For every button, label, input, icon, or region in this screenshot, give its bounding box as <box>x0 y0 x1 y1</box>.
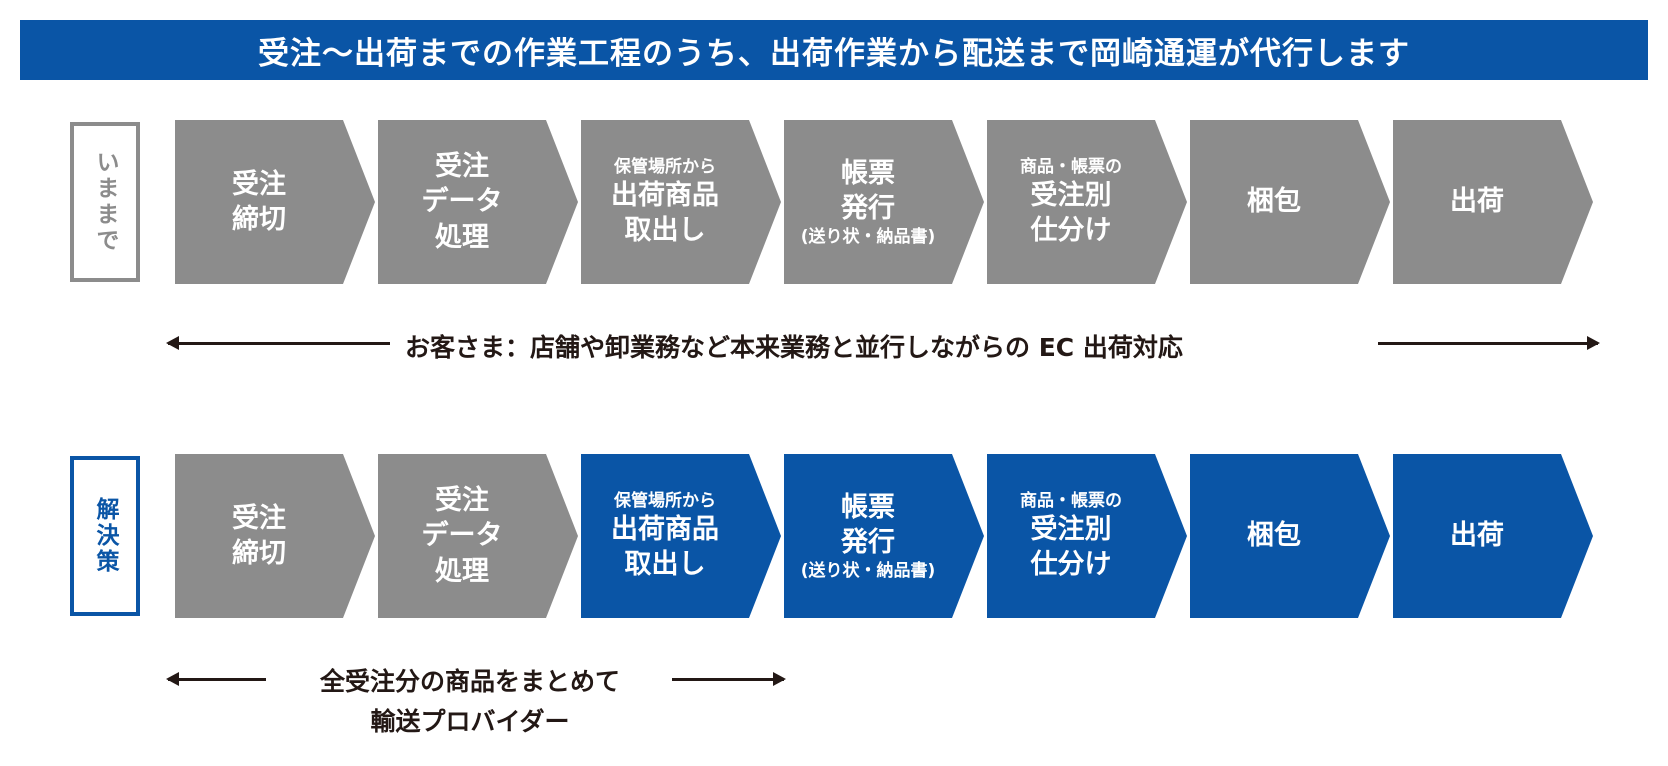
step-line: 梱包 <box>1247 520 1301 552</box>
step-line: 商品・帳票の <box>1020 490 1122 511</box>
before-step-6: 梱包 <box>1190 120 1390 284</box>
step-text: 受注締切 <box>175 120 343 284</box>
after-step-5: 商品・帳票の受注別仕分け <box>987 454 1187 618</box>
step-text: 出荷 <box>1393 454 1561 618</box>
label-after: 解決策 <box>70 456 140 616</box>
step-line: データ <box>421 520 503 552</box>
after-step-2: 受注データ処理 <box>378 454 578 618</box>
before-step-2: 受注データ処理 <box>378 120 578 284</box>
step-text: 受注データ処理 <box>378 454 546 618</box>
step-line: 出荷 <box>1450 520 1504 552</box>
before-step-1: 受注締切 <box>175 120 375 284</box>
step-line: 出荷商品 <box>611 513 719 545</box>
step-line: 発行 <box>841 526 895 558</box>
step-line: 出荷 <box>1450 186 1504 218</box>
step-text: 梱包 <box>1190 454 1358 618</box>
step-line: データ <box>421 186 503 218</box>
step-line: 保管場所から <box>614 156 716 177</box>
step-line: 受注別 <box>1030 513 1112 545</box>
step-line: 受注 <box>232 168 286 200</box>
before-step-4: 帳票発行 (送り状・納品書) <box>784 120 984 284</box>
before-step-3: 保管場所から出荷商品取出し <box>581 120 781 284</box>
step-line: 仕分け <box>1030 549 1112 581</box>
caption-after-line1: 全受注分の商品をまとめて <box>319 667 620 696</box>
step-line: 受注別 <box>1030 179 1112 211</box>
step-line: 処理 <box>435 221 489 253</box>
before-step-5: 商品・帳票の受注別仕分け <box>987 120 1187 284</box>
step-line: 締切 <box>232 538 286 569</box>
before-step-7: 出荷 <box>1393 120 1593 284</box>
step-line: 処理 <box>435 555 489 587</box>
step-line: 保管場所から <box>614 490 716 511</box>
step-text: 帳票発行 (送り状・納品書) <box>784 120 952 284</box>
caption-before: お客さま：店舗や卸業務など本来業務と並行しながらの EC 出荷対応 <box>405 333 1183 362</box>
label-before-text: いままで <box>92 150 118 254</box>
step-text: 受注締切 <box>175 454 343 618</box>
step-line: (送り状・納品書) <box>800 561 936 582</box>
step-text: 帳票発行 (送り状・納品書) <box>784 454 952 618</box>
step-text: 梱包 <box>1190 120 1358 284</box>
after-step-4: 帳票発行 (送り状・納品書) <box>784 454 984 618</box>
arrow-right-before <box>1378 336 1600 350</box>
caption-after-line2: 輸送プロバイダー <box>370 707 570 736</box>
after-step-1: 受注締切 <box>175 454 375 618</box>
arrow-right-after <box>672 672 786 686</box>
step-text: 商品・帳票の受注別仕分け <box>987 120 1155 284</box>
step-text: 出荷 <box>1393 120 1561 284</box>
step-text: 受注データ処理 <box>378 120 546 284</box>
step-line: 仕分け <box>1030 215 1112 247</box>
after-step-3: 保管場所から出荷商品取出し <box>581 454 781 618</box>
step-line: 商品・帳票の <box>1020 156 1122 177</box>
process-row-before: 受注締切受注データ処理保管場所から出荷商品取出し帳票発行(送り状・納品書)商品・… <box>175 120 1595 284</box>
step-line: 受注 <box>435 485 489 517</box>
step-line: 締切 <box>232 204 286 235</box>
step-line: 受注 <box>232 502 286 534</box>
step-text: 保管場所から出荷商品取出し <box>581 120 749 284</box>
step-text: 商品・帳票の受注別仕分け <box>987 454 1155 618</box>
step-line: 出荷商品 <box>611 179 719 211</box>
header-banner: 受注〜出荷までの作業工程のうち、出荷作業から配送まで岡崎通運が代行します <box>20 20 1648 80</box>
step-line: 帳票 <box>841 491 895 523</box>
label-before: いままで <box>70 122 140 282</box>
process-row-after: 受注締切受注データ処理保管場所から出荷商品取出し帳票発行(送り状・納品書)商品・… <box>175 454 1595 618</box>
step-line: 帳票 <box>841 157 895 189</box>
step-line: 取出し <box>624 549 706 581</box>
step-line: 受注 <box>435 151 489 183</box>
arrow-left-before <box>166 336 390 350</box>
after-step-6: 梱包 <box>1190 454 1390 618</box>
header-title: 受注〜出荷までの作業工程のうち、出荷作業から配送まで岡崎通運が代行します <box>258 35 1410 72</box>
arrow-left-after <box>166 672 266 686</box>
step-line: 取出し <box>624 215 706 247</box>
step-line: 発行 <box>841 192 895 224</box>
step-line: 梱包 <box>1247 186 1301 218</box>
label-after-text: 解決策 <box>92 497 118 575</box>
after-step-7: 出荷 <box>1393 454 1593 618</box>
step-text: 保管場所から出荷商品取出し <box>581 454 749 618</box>
step-line: (送り状・納品書) <box>800 227 936 248</box>
